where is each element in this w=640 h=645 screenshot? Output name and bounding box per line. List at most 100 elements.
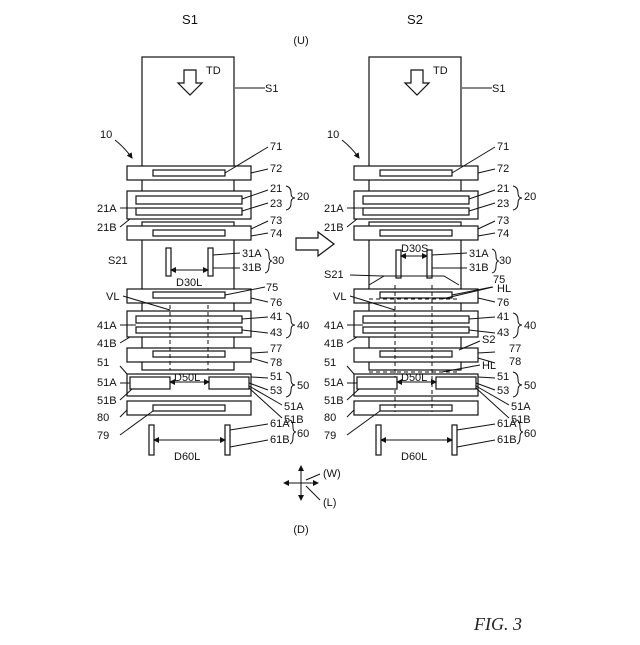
direction-down: (D) — [293, 524, 308, 536]
right-label-S2: S2 — [482, 334, 495, 346]
left-label-51A-right: 51A — [284, 401, 304, 413]
left-label-43: 43 — [270, 327, 282, 339]
right-label-21A: 21A — [324, 203, 344, 215]
left-label-31B: 31B — [242, 262, 262, 274]
right-label-80: 80 — [324, 412, 336, 424]
right-dim-D60L: D60L — [401, 451, 427, 463]
right-label-20: 20 — [524, 191, 536, 203]
transition-arrow-icon — [296, 232, 334, 256]
left-label-60: 60 — [297, 428, 309, 440]
left-label-41: 41 — [270, 311, 282, 323]
direction-cross-icon — [284, 466, 320, 500]
left-label-20: 20 — [297, 191, 309, 203]
left-label-76: 76 — [270, 297, 282, 309]
left-label-40: 40 — [297, 320, 309, 332]
header-left: S1 — [182, 12, 198, 27]
right-label-41: 41 — [497, 311, 509, 323]
left-label-51: 51 — [270, 371, 282, 383]
left-label-73: 73 — [270, 215, 282, 227]
direction-length: (L) — [323, 497, 336, 509]
left-label-23: 23 — [270, 198, 282, 210]
left-block-51B — [209, 377, 249, 389]
left-label-77: 77 — [270, 343, 282, 355]
right-label-60: 60 — [524, 428, 536, 440]
right-dim-D50L: D50L — [401, 372, 427, 384]
left-sheet-label: S1 — [265, 83, 278, 95]
left-dim-D60L: D60L — [174, 451, 200, 463]
right-panel: S1 TD 10 71 72 21 20 23 21A 21B 73 74 31… — [324, 57, 536, 463]
right-sheet-label: S1 — [492, 83, 505, 95]
right-label-61B: 61B — [497, 434, 517, 446]
left-label-61A: 61A — [270, 418, 290, 430]
header-right: S2 — [407, 12, 423, 27]
left-dim-D30L: D30L — [176, 277, 202, 289]
left-label-S21: S21 — [108, 255, 128, 267]
direction-width: (W) — [323, 468, 341, 480]
left-label-72: 72 — [270, 163, 282, 175]
left-label-21B: 21B — [97, 222, 117, 234]
left-flow-label: TD — [206, 65, 221, 77]
right-label-61A: 61A — [497, 418, 517, 430]
left-label-80: 80 — [97, 412, 109, 424]
right-label-73: 73 — [497, 215, 509, 227]
left-label-75: 75 — [266, 282, 278, 294]
left-block-51A — [130, 377, 170, 389]
right-label-79: 79 — [324, 430, 336, 442]
left-guide-31A — [166, 248, 171, 276]
right-label-43: 43 — [497, 327, 509, 339]
right-label-31B: 31B — [469, 262, 489, 274]
right-label-74: 74 — [497, 228, 509, 240]
right-dim-D30S: D30S — [401, 243, 429, 255]
right-flow-label: TD — [433, 65, 448, 77]
right-label-51-left: 51 — [324, 357, 336, 369]
right-label-S21: S21 — [324, 269, 344, 281]
left-label-51-left: 51 — [97, 357, 109, 369]
right-label-30: 30 — [499, 255, 511, 267]
left-guide-31B — [208, 248, 213, 276]
left-label-50: 50 — [297, 380, 309, 392]
right-label-21B: 21B — [324, 222, 344, 234]
right-label-51: 51 — [497, 371, 509, 383]
left-label-30: 30 — [272, 255, 284, 267]
left-label-51B: 51B — [97, 395, 117, 407]
right-label-VL: VL — [333, 291, 346, 303]
left-label-41B: 41B — [97, 338, 117, 350]
right-label-31A: 31A — [469, 248, 489, 260]
left-label-21: 21 — [270, 183, 282, 195]
left-label-VL: VL — [106, 291, 119, 303]
right-label-76: 76 — [497, 297, 509, 309]
right-label-23: 23 — [497, 198, 509, 210]
right-label-41B: 41B — [324, 338, 344, 350]
right-label-HL-2: HL — [482, 360, 496, 372]
right-label-50: 50 — [524, 380, 536, 392]
left-label-79: 79 — [97, 430, 109, 442]
right-label-72: 72 — [497, 163, 509, 175]
left-label-21A: 21A — [97, 203, 117, 215]
left-label-31A: 31A — [242, 248, 262, 260]
left-panel: S1 TD 10 71 72 21 20 23 21A 21B 73 74 31… — [97, 57, 309, 463]
left-label-41A: 41A — [97, 320, 117, 332]
right-block-51A — [357, 377, 397, 389]
right-device-label: 10 — [327, 129, 339, 141]
left-label-74: 74 — [270, 228, 282, 240]
figure-caption: FIG. 3 — [473, 614, 522, 634]
right-label-77: 77 — [509, 343, 521, 355]
right-label-40: 40 — [524, 320, 536, 332]
right-label-51A: 51A — [324, 377, 344, 389]
left-dim-D50L: D50L — [174, 372, 200, 384]
left-label-61B: 61B — [270, 434, 290, 446]
right-label-HL: HL — [497, 283, 511, 295]
left-device-label: 10 — [100, 129, 112, 141]
left-label-51A: 51A — [97, 377, 117, 389]
right-label-21: 21 — [497, 183, 509, 195]
left-label-78: 78 — [270, 357, 282, 369]
left-label-53: 53 — [270, 385, 282, 397]
right-label-41A: 41A — [324, 320, 344, 332]
right-block-51B — [436, 377, 476, 389]
right-label-78: 78 — [509, 356, 521, 368]
direction-up: (U) — [293, 35, 308, 47]
right-label-53: 53 — [497, 385, 509, 397]
left-label-71: 71 — [270, 141, 282, 153]
